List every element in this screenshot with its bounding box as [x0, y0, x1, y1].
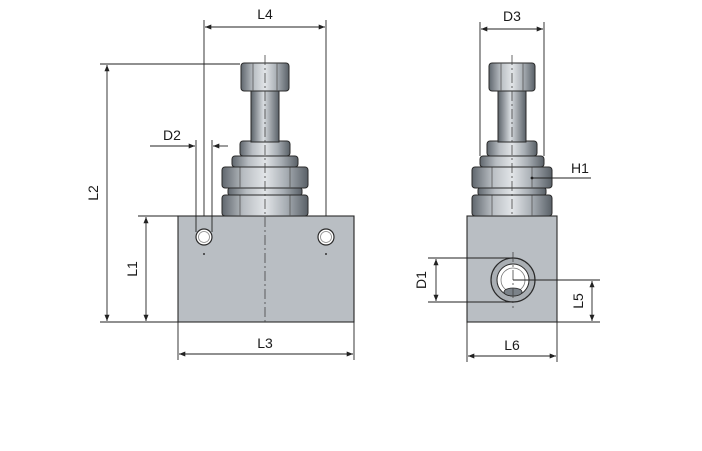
dimensions-front: L4 L2 L1 D2 L3 — [85, 6, 355, 360]
d1-label: D1 — [413, 271, 429, 289]
l2-label: L2 — [85, 185, 101, 201]
mounting-hole-right-inner — [320, 231, 332, 243]
l5-label: L5 — [570, 293, 586, 309]
mounting-hole-left-inner — [198, 231, 210, 243]
d2-label: D2 — [163, 127, 181, 143]
hole-mark-left — [203, 253, 205, 255]
l3-label: L3 — [257, 335, 273, 351]
l1-label: L1 — [124, 261, 140, 277]
d3-label: D3 — [503, 8, 521, 24]
hole-mark-right — [325, 253, 327, 255]
l6-label: L6 — [504, 337, 520, 353]
front-view — [177, 55, 355, 323]
h1-label: H1 — [571, 160, 589, 176]
h1-leader-dot — [530, 176, 534, 180]
dimensions-side: D3 H1 D1 L5 L6 — [413, 8, 600, 362]
l4-label: L4 — [257, 6, 273, 22]
side-view — [466, 55, 558, 323]
